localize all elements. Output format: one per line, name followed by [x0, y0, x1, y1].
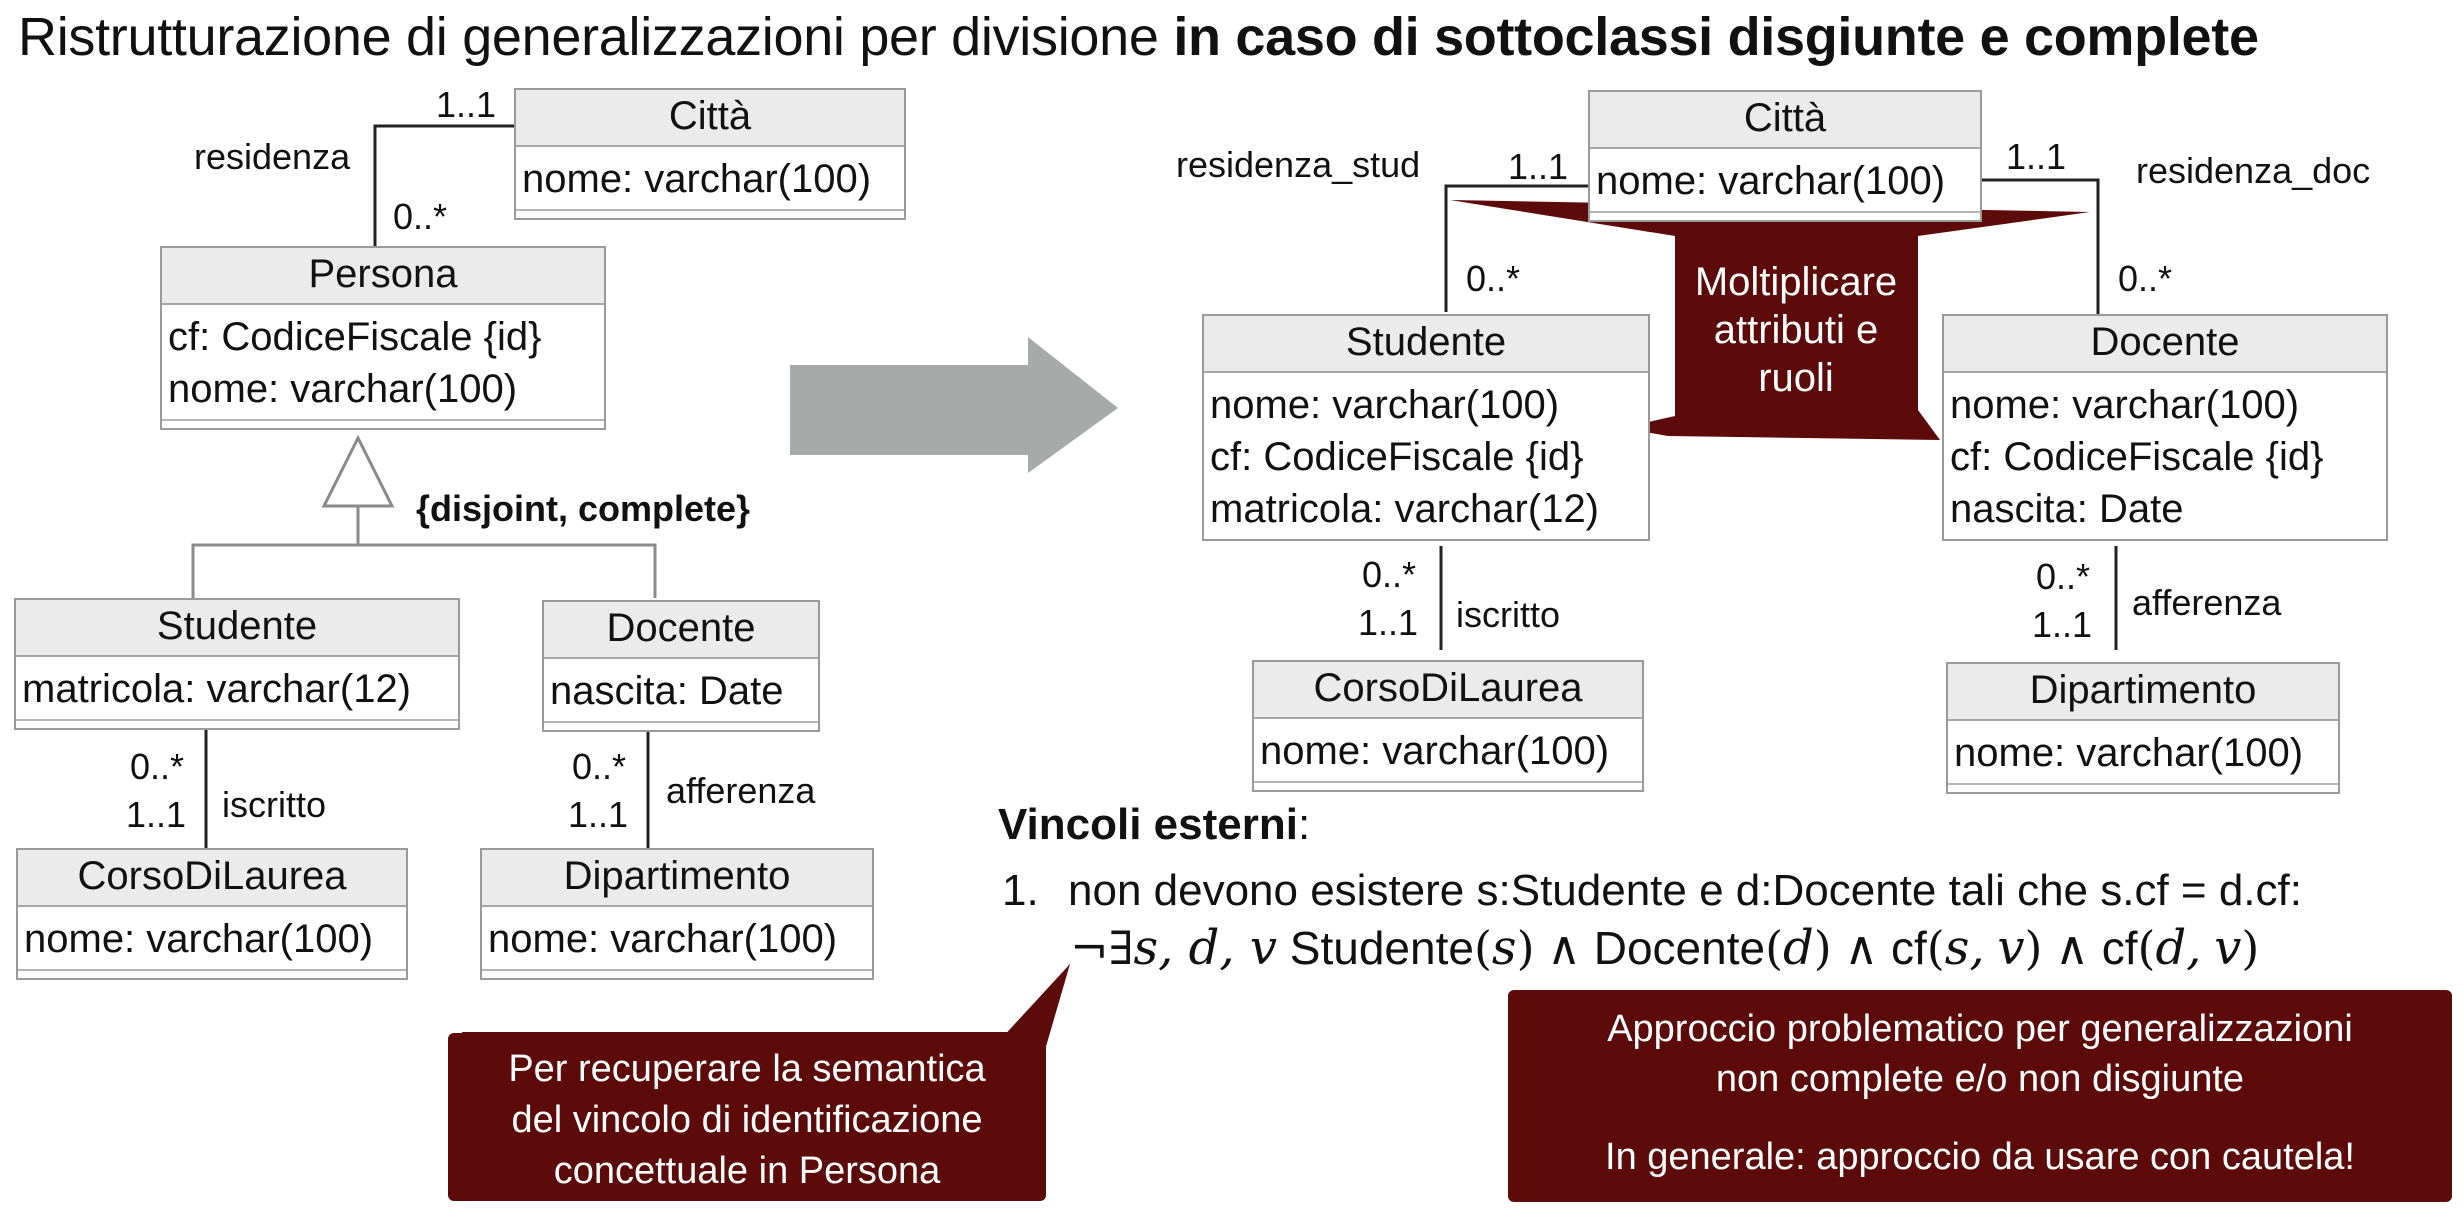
attribute: nome: varchar(100)	[488, 917, 838, 961]
attribute: cf: CodiceFiscale {id}	[1210, 435, 1584, 479]
mult-iscritto-bottom: 1..1	[126, 794, 187, 835]
class-header: Dipartimento	[1948, 664, 2338, 721]
assoc-residenza-stud-line	[1444, 184, 1588, 312]
class-dipartimento-left: Dipartimento nome: varchar(100)	[480, 848, 874, 980]
callout-approccio-shape	[1508, 990, 2452, 1202]
generalization-triangle	[321, 434, 395, 508]
attribute: nascita: Date	[1950, 487, 2184, 531]
attribute: nome: varchar(100)	[1210, 383, 1560, 427]
mult-residenza-doc-citta: 1..1	[2006, 136, 2067, 177]
attribute: nome: varchar(100)	[1950, 383, 2300, 427]
attribute: nascita: Date	[550, 669, 784, 713]
callout-moltiplicare-shape	[1450, 200, 2090, 440]
mult-iscritto-right-bottom: 1..1	[1358, 602, 1419, 643]
attribute: nome: varchar(100)	[1596, 159, 1946, 203]
class-docente-left: Docente nascita: Date	[542, 600, 820, 732]
vincoli-heading: Vincoli esterni:	[998, 800, 1311, 849]
class-docente-right: Docente nome: varchar(100) cf: CodiceFis…	[1942, 314, 2388, 541]
assoc-residenza-doc-line	[1982, 178, 2100, 314]
mult-afferenza-bottom: 1..1	[568, 794, 629, 835]
mult-afferenza-right-top: 0..*	[2036, 556, 2091, 597]
mult-residenza-doc: 0..*	[2118, 258, 2173, 299]
item-number: 1.	[1002, 866, 1039, 915]
mult-residenza-persona: 0..*	[393, 196, 448, 237]
label-residenza: residenza	[194, 136, 351, 177]
class-header: Studente	[16, 600, 458, 657]
attribute: nome: varchar(100)	[1260, 729, 1610, 773]
attribute: nome: varchar(100)	[24, 917, 374, 961]
label-residenza-doc: residenza_doc	[2136, 150, 2371, 191]
class-corsodilaurea-right: CorsoDiLaurea nome: varchar(100)	[1252, 660, 1644, 792]
attribute: cf: CodiceFiscale {id}	[1950, 435, 2324, 479]
slide-title: Ristrutturazione di generalizzazioni per…	[18, 7, 2259, 67]
class-header: Città	[516, 90, 904, 147]
class-header: CorsoDiLaurea	[18, 850, 406, 907]
class-studente-right: Studente nome: varchar(100) cf: CodiceFi…	[1202, 314, 1650, 541]
class-header: CorsoDiLaurea	[1254, 662, 1642, 719]
attribute: nome: varchar(100)	[168, 367, 518, 411]
class-persona: Persona cf: CodiceFiscale {id} nome: var…	[160, 246, 606, 430]
class-header: Docente	[544, 602, 818, 659]
attribute: cf: CodiceFiscale {id}	[168, 315, 542, 359]
class-header: Studente	[1204, 316, 1648, 373]
callout-approccio: Approccio problematico per generalizzazi…	[1605, 1008, 2355, 1178]
attribute: matricola: varchar(12)	[1210, 487, 1600, 531]
label-afferenza-right: afferenza	[2132, 582, 2282, 623]
mult-residenza-stud-citta: 1..1	[1508, 146, 1569, 187]
generalization-constraint: {disjoint, complete}	[416, 488, 751, 529]
mult-residenza-stud: 0..*	[1466, 258, 1521, 299]
mult-residenza-citta: 1..1	[436, 84, 497, 125]
class-dipartimento-right: Dipartimento nome: varchar(100)	[1946, 662, 2340, 794]
assoc-residenza-line	[373, 124, 514, 246]
mult-afferenza-top: 0..*	[572, 746, 627, 787]
item-text: non devono esistere s:Studente e d:Docen…	[1068, 866, 2302, 915]
generalization-branches	[191, 543, 657, 598]
vincolo-item-1: 1. non devono esistere s:Studente e d:Doc…	[1002, 866, 2302, 916]
class-header: Città	[1590, 92, 1980, 149]
mult-afferenza-right-bottom: 1..1	[2032, 604, 2093, 645]
mult-iscritto-top: 0..*	[130, 746, 185, 787]
label-afferenza: afferenza	[666, 770, 816, 811]
attribute: matricola: varchar(12)	[22, 667, 412, 711]
callout-recuperare: Per recuperare la semantica del vincolo …	[508, 1048, 986, 1192]
callout-moltiplicare: Moltiplicare attributi e ruoli	[1694, 260, 1898, 400]
class-header: Persona	[162, 248, 604, 305]
class-studente-left: Studente matricola: varchar(12)	[14, 598, 460, 730]
mult-iscritto-right-top: 0..*	[1362, 554, 1417, 595]
attribute: nome: varchar(100)	[1954, 731, 2304, 775]
class-header: Dipartimento	[482, 850, 872, 907]
label-iscritto: iscritto	[222, 784, 327, 825]
class-citta-left: Città nome: varchar(100)	[514, 88, 906, 220]
vincolo-formula: ¬∃s, d, v Studente(s) ∧ Docente(d) ∧ cf(…	[1070, 920, 2260, 976]
transform-arrow	[790, 337, 1118, 473]
class-citta-right: Città nome: varchar(100)	[1588, 90, 1982, 222]
class-header: Docente	[1944, 316, 2386, 373]
label-iscritto-right: iscritto	[1456, 594, 1561, 635]
label-residenza-stud: residenza_stud	[1176, 144, 1421, 185]
class-corsodilaurea-left: CorsoDiLaurea nome: varchar(100)	[16, 848, 408, 980]
attribute: nome: varchar(100)	[522, 157, 872, 201]
